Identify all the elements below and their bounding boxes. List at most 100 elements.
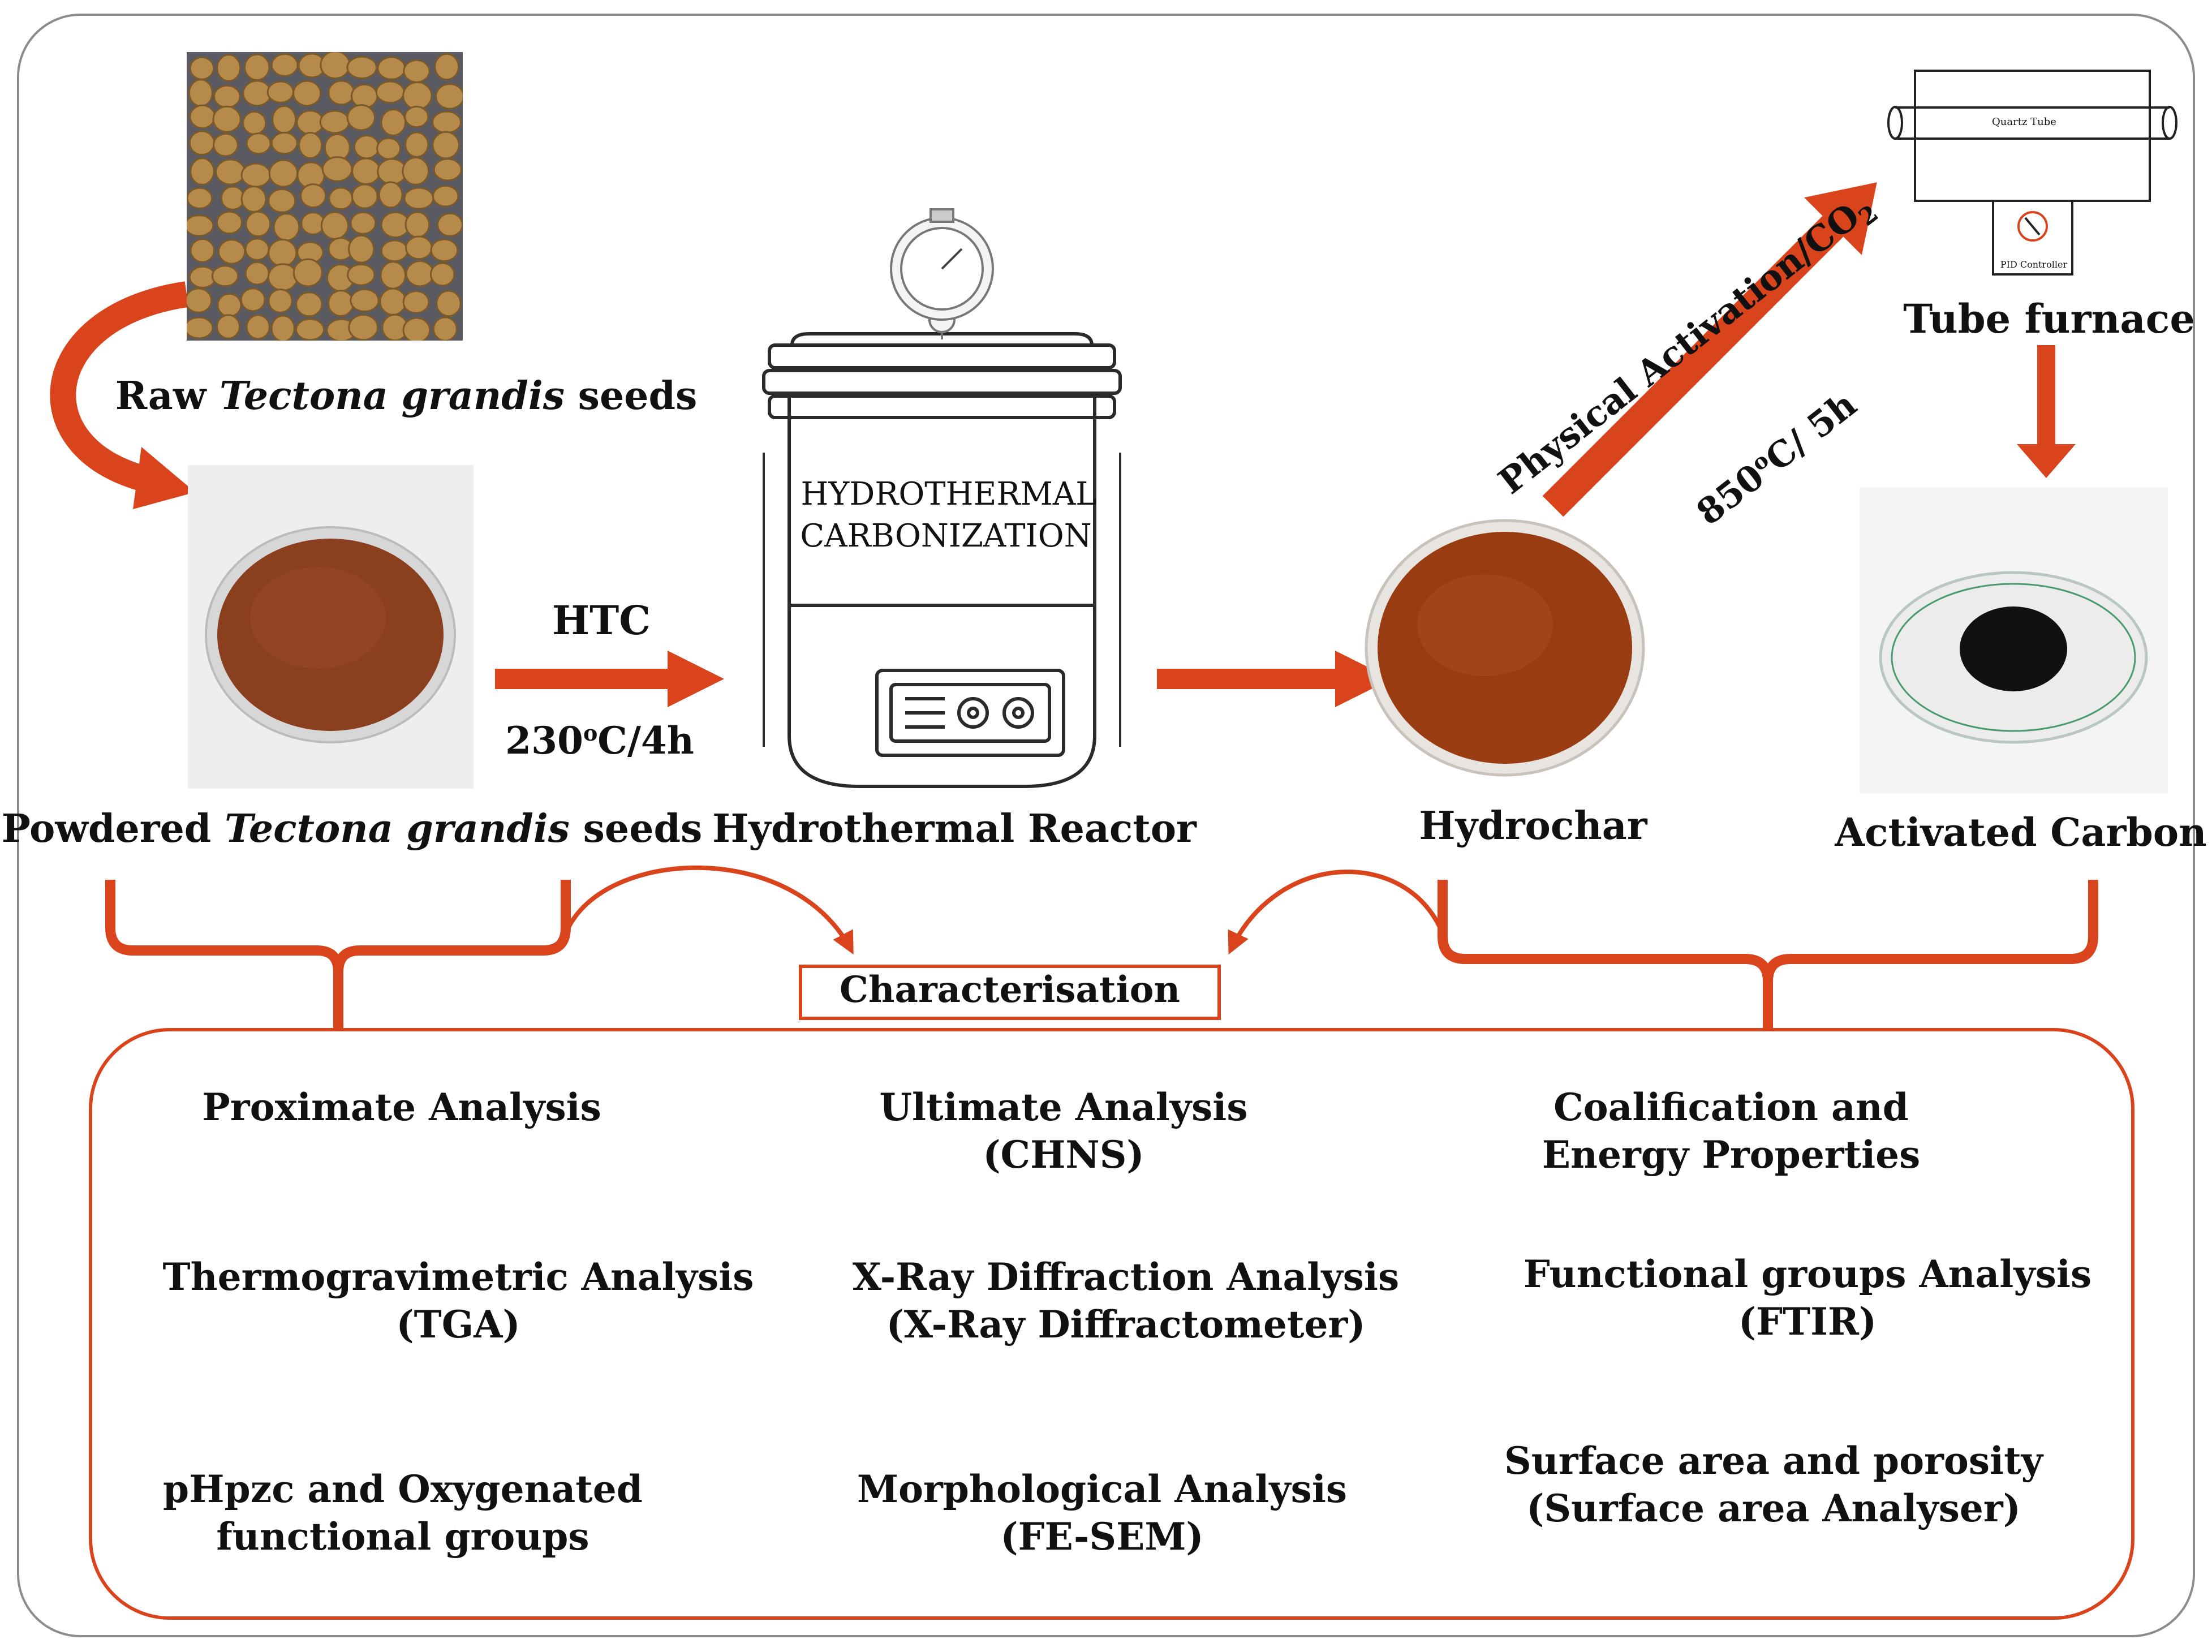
htc-temperature: 230oC/4h	[505, 719, 694, 763]
activated-carbon-label: Activated Carbon	[1835, 810, 2207, 855]
seed-texture	[402, 156, 430, 186]
seed-texture	[217, 239, 246, 265]
curve-arrow-raw-to-powder	[50, 281, 189, 494]
seed-texture	[380, 239, 409, 263]
pid-controller-label: PID Controller	[2000, 259, 2068, 270]
seed-texture	[188, 130, 216, 156]
reactor-label: Hydrothermal Reactor	[712, 806, 1197, 851]
analysis-item: Ultimate Analysis(CHNS)	[879, 1085, 1248, 1177]
seed-texture	[403, 187, 434, 210]
characterisation-title: Characterisation	[840, 969, 1180, 1011]
curve-arrow-left-to-characterisation	[563, 865, 854, 955]
seed-texture	[187, 187, 213, 209]
bracket-left	[105, 880, 571, 1030]
seed-texture	[292, 258, 323, 287]
seed-texture	[433, 158, 462, 182]
seed-texture	[327, 290, 355, 317]
seed-texture	[320, 52, 351, 79]
seed-texture	[319, 110, 350, 134]
seed-texture	[216, 314, 241, 339]
seed-texture	[347, 263, 376, 286]
outer-frame	[17, 14, 2195, 1637]
seed-texture	[268, 159, 299, 188]
seed-texture	[298, 131, 323, 160]
seed-texture	[300, 183, 327, 209]
seed-texture	[295, 291, 323, 317]
seed-texture	[436, 212, 463, 237]
seed-texture	[296, 110, 325, 135]
seed-texture	[432, 316, 458, 341]
characterisation-box	[799, 965, 1221, 1020]
seed-texture	[402, 290, 430, 314]
seed-texture	[375, 80, 405, 104]
seed-texture	[378, 181, 403, 209]
analysis-item: X-Ray Diffraction Analysis(X-Ray Diffrac…	[852, 1255, 1400, 1347]
seed-texture	[377, 56, 406, 80]
furnace-to-carbon-arrow	[2017, 345, 2076, 478]
analysis-panel	[89, 1028, 2134, 1620]
seed-texture	[244, 238, 270, 261]
seed-texture	[403, 59, 431, 83]
seed-texture	[350, 83, 378, 109]
seed-texture	[189, 104, 216, 129]
seed-texture	[190, 238, 216, 263]
seed-texture	[430, 238, 459, 263]
tube-furnace-label: Tube furnace	[1903, 295, 2195, 342]
seed-texture	[268, 188, 296, 213]
seed-texture	[405, 260, 434, 287]
seed-texture	[189, 56, 215, 80]
seed-texture	[379, 287, 407, 316]
seed-texture	[270, 53, 299, 77]
powdered-seeds-photo	[188, 465, 474, 789]
seed-texture	[215, 158, 246, 186]
reactor-drawing	[762, 332, 1122, 788]
analysis-item: Surface area and porosity(Surface area A…	[1504, 1439, 2043, 1531]
seed-texture	[405, 235, 433, 260]
reactor-to-hydrochar-arrow	[1157, 651, 1392, 707]
seed-texture	[212, 105, 242, 133]
seed-texture	[380, 261, 407, 290]
seed-texture	[188, 79, 213, 107]
seed-texture	[244, 261, 270, 286]
seed-texture	[434, 83, 463, 110]
curve-arrow-right-to-characterisation	[1228, 870, 1445, 955]
seed-texture	[187, 287, 213, 313]
seed-texture	[242, 110, 267, 136]
seed-texture	[350, 211, 377, 235]
seed-texture	[267, 263, 299, 291]
seed-texture	[213, 84, 241, 109]
seed-texture	[213, 132, 239, 157]
seed-texture	[266, 80, 295, 104]
raw-seeds-label: Raw Tectona grandis seeds	[115, 373, 698, 419]
seed-texture	[246, 314, 270, 340]
seed-texture	[321, 156, 353, 182]
seed-texture	[268, 239, 298, 268]
seed-texture	[346, 104, 376, 131]
powdered-seeds-label: Powdered Tectona grandis seeds	[1, 806, 703, 851]
htc-label: HTC	[552, 597, 651, 644]
seed-texture	[270, 131, 298, 155]
seed-texture	[380, 108, 407, 136]
seed-texture	[350, 288, 380, 313]
seed-texture	[351, 183, 378, 209]
seed-texture	[240, 185, 267, 213]
pressure-gauge-icon	[890, 208, 994, 339]
seed-texture	[404, 105, 429, 128]
curve-arrow-raw-to-powder-head	[133, 447, 195, 509]
seed-texture	[348, 234, 375, 264]
seed-texture	[211, 265, 239, 287]
hydrochar-label: Hydrochar	[1419, 803, 1647, 849]
analysis-item: Morphological Analysis(FE-SEM)	[857, 1467, 1348, 1559]
seed-texture	[432, 131, 460, 160]
seed-texture	[328, 187, 354, 210]
seed-texture	[432, 184, 459, 208]
seed-texture	[242, 80, 272, 107]
seed-texture	[376, 137, 402, 160]
seed-texture	[272, 105, 297, 134]
seed-texture	[351, 157, 381, 185]
activated-carbon-photo	[1860, 488, 2168, 793]
htc-arrow	[495, 651, 724, 707]
